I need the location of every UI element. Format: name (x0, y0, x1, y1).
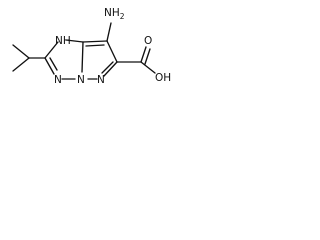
bond-methyl-top (12, 44, 30, 59)
bond-c2-n3-double (49, 57, 58, 71)
bond-methyl-bottom (12, 57, 30, 72)
structure-diagram: NH2 NH N N N O OH (0, 0, 192, 102)
bond-c6-n5-double (101, 61, 114, 74)
atom-labels: NH2 NH N N N O OH (54, 7, 171, 86)
chemical-structure: NH2 NH N N N O OH (12, 7, 171, 86)
bond-c7-c6 (106, 40, 118, 63)
amine-subscript: 2 (120, 12, 125, 21)
bond-n4-c8a (81, 41, 84, 73)
hydroxyl-oh-label: OH (155, 72, 171, 84)
ring-nh-label: NH (55, 35, 71, 47)
bond-c2-n3 (44, 57, 55, 75)
bond-c-oh (140, 61, 156, 74)
bond-c-o-double-a (140, 46, 147, 63)
bond-c8a-c7 (82, 40, 108, 43)
triazole-n3-label: N (54, 74, 62, 86)
bond-c2-n1h (44, 41, 59, 59)
bond-c8a-c7-double (85, 44, 105, 47)
carbonyl-o-label: O (144, 35, 152, 47)
bond-n1h-c8a (65, 39, 84, 43)
amine-nh-text: NH (104, 7, 120, 19)
bond-lines (12, 22, 156, 80)
bridge-n4-label: N (77, 74, 85, 86)
pyrazole-n5-label: N (97, 74, 105, 86)
amine-label: NH2 (104, 7, 125, 21)
bond-c7-amine (106, 22, 112, 42)
bond-c-o-double-b (144, 48, 151, 65)
bond-c6-n5 (103, 61, 118, 77)
